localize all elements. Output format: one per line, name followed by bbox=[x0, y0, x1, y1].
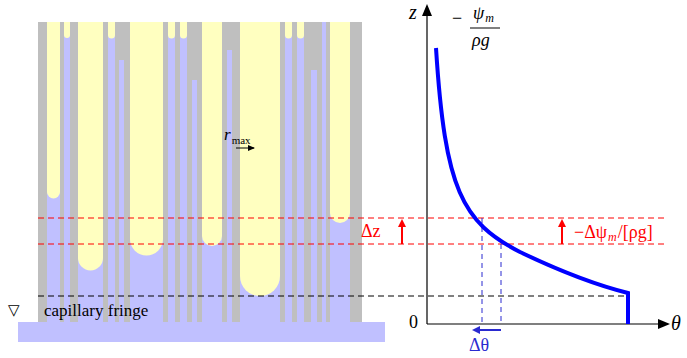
delta-label: −Δψ bbox=[574, 223, 607, 241]
delta-label: /[ρg] bbox=[618, 223, 653, 241]
potential-symbol: ψ bbox=[473, 4, 484, 22]
origin-label: 0 bbox=[409, 313, 418, 331]
delta-subscript: m bbox=[608, 231, 617, 243]
delta-label: Δz bbox=[361, 222, 381, 240]
density-gravity: ρg bbox=[472, 31, 490, 49]
delta-label: Δθ bbox=[469, 336, 489, 354]
radius-label: r bbox=[224, 126, 231, 143]
minus-sign: − bbox=[452, 9, 462, 27]
potential-subscript: m bbox=[485, 12, 494, 24]
fringe-label: capillary fringe bbox=[44, 302, 148, 319]
water-table-symbol: ▽ bbox=[8, 303, 20, 318]
radius-subscript: max bbox=[232, 135, 251, 146]
axis-label: z bbox=[409, 2, 417, 22]
axis-label: θ bbox=[671, 313, 681, 333]
